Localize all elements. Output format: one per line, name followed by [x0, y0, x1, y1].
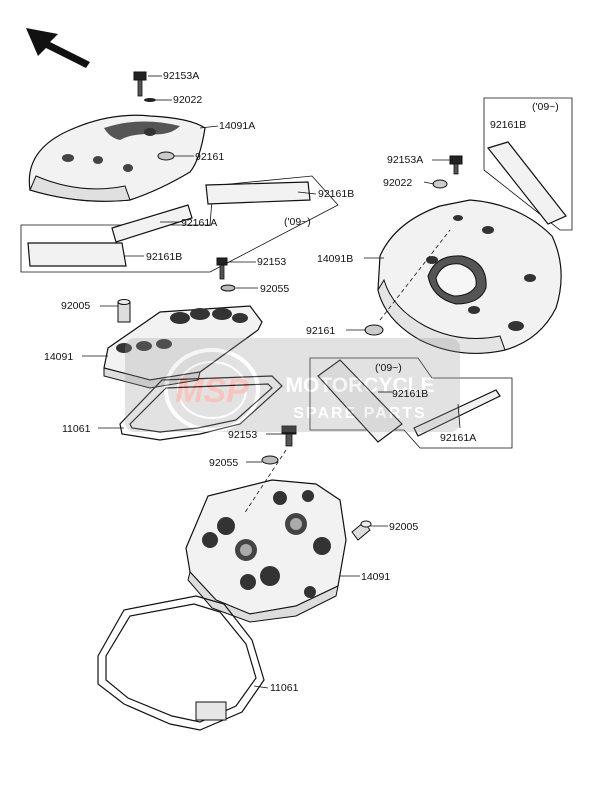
strip-92161A-right: [413, 389, 501, 437]
watermark-line1: MOTORCYCLE: [286, 374, 435, 397]
label-11061-upper: 11061: [62, 423, 91, 435]
label-92161-right: 92161: [306, 325, 335, 337]
panel-09-left: [20, 175, 339, 273]
gasket-11061-lower: [97, 595, 265, 731]
label-92161B-right-top: 92161B: [490, 119, 526, 131]
cover-14091B: [377, 199, 562, 354]
label-92161B-left1: 92161B: [318, 188, 354, 200]
label-92161A-left: 92161A: [181, 217, 217, 229]
strip-92161B-right-top: [486, 141, 567, 225]
label-92005-lower: 92005: [389, 521, 418, 533]
label-92153-lower: 92153: [228, 429, 257, 441]
label-92161B-right-mid: 92161B: [392, 388, 428, 400]
label-11061-lower: 11061: [270, 682, 299, 694]
dowel-92005-upper: [117, 299, 131, 323]
label-92022-top: 92022: [173, 94, 202, 106]
grommet-92161-right: [364, 324, 384, 336]
label-92161B-left2: 92161B: [146, 251, 182, 263]
leader-lines: [82, 75, 461, 689]
label-92055-upper: 92055: [260, 283, 289, 295]
washer-92055-upper: [220, 284, 236, 292]
label-92153-upper: 92153: [257, 256, 286, 268]
label-92055-lower: 92055: [209, 457, 238, 469]
washer-92022-top: [144, 98, 156, 102]
label-92161A-right: 92161A: [440, 432, 476, 444]
watermark-logo: MSP: [175, 372, 249, 410]
label-92005-upper: 92005: [61, 300, 90, 312]
label-14091B: 14091B: [317, 253, 353, 265]
label-09-left: ('09~): [284, 216, 311, 228]
direction-arrow-icon: [26, 28, 90, 68]
gasket-11061-upper: [119, 375, 283, 441]
bolt-92153-lower: [281, 425, 297, 447]
bolt-92153A-top: [133, 71, 147, 97]
strip-92161B-right-mid: [317, 359, 403, 443]
label-92161-top: 92161: [195, 151, 224, 163]
label-09-right-top: ('09~): [532, 101, 559, 113]
strip-92161B-left2: [27, 242, 127, 267]
strip-92161B-left1: [205, 181, 311, 205]
label-92022-right: 92022: [383, 177, 412, 189]
label-14091A: 14091A: [219, 120, 255, 132]
strip-92161A-left: [111, 204, 193, 243]
label-92153A-top: 92153A: [163, 70, 199, 82]
bolt-92153A-right: [449, 155, 463, 175]
label-14091-lower: 14091: [361, 571, 390, 583]
panel-09-right-top: [483, 97, 573, 231]
bolt-92153-upper: [216, 257, 228, 280]
watermark: MSP MOTORCYCLE SPARE PARTS: [125, 338, 460, 432]
head-14091-upper: [103, 305, 263, 389]
dowel-92005-lower: [351, 520, 372, 541]
washer-92055-lower: [261, 455, 279, 465]
grommet-92161-top: [157, 151, 175, 161]
head-14091-lower: [185, 479, 347, 623]
watermark-line2: SPARE PARTS: [293, 405, 426, 422]
cover-14091A: [28, 114, 206, 202]
label-14091-upper: 14091: [44, 351, 73, 363]
panel-09-right-mid: [309, 357, 513, 449]
label-92153A-right: 92153A: [387, 154, 423, 166]
washer-92022-right: [432, 179, 448, 189]
label-09-right-mid: ('09~): [375, 362, 402, 374]
